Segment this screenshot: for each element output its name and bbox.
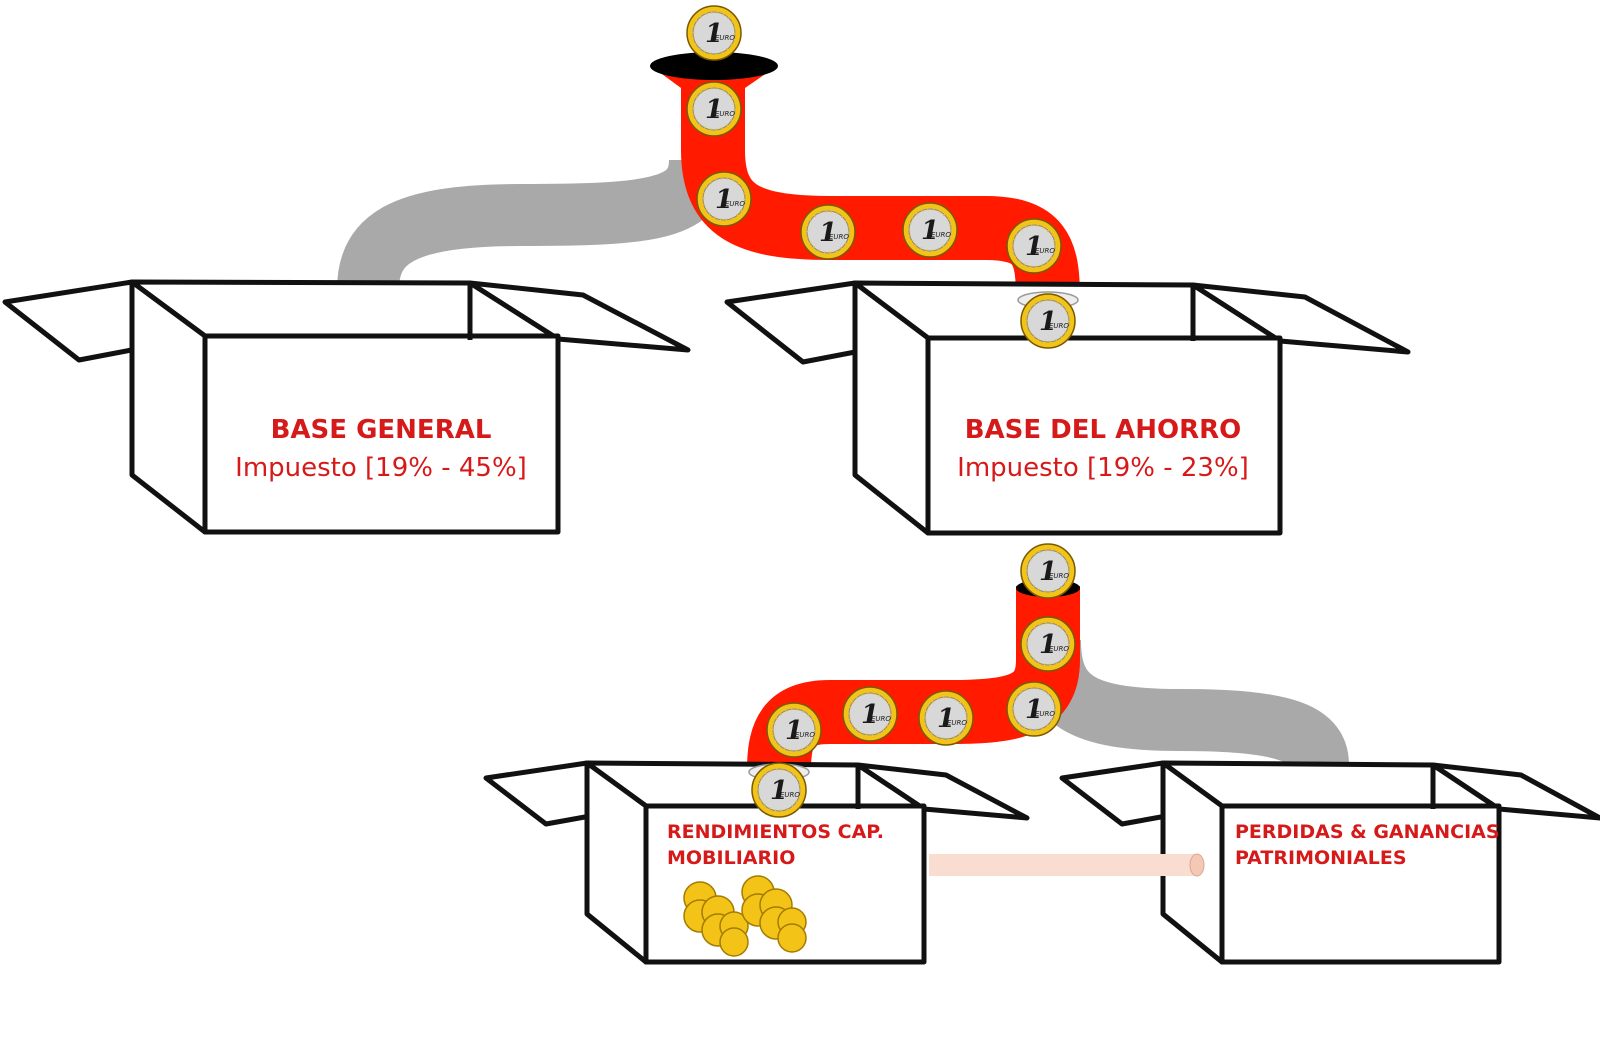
svg-text:1: 1 — [1039, 307, 1057, 337]
svg-text:1: 1 — [1025, 695, 1043, 725]
svg-text:EURO: EURO — [1035, 247, 1055, 255]
box-base-general — [2, 279, 691, 535]
svg-text:EURO: EURO — [1049, 645, 1069, 653]
svg-text:EURO: EURO — [947, 719, 967, 727]
svg-text:EURO: EURO — [931, 231, 951, 239]
svg-text:1: 1 — [921, 216, 939, 246]
rendimientos-label-line1: RENDIMIENTOS CAP. — [667, 821, 884, 843]
svg-text:EURO: EURO — [795, 731, 815, 739]
coin-stack-icon — [683, 875, 807, 957]
top-pipe-red — [681, 80, 1080, 299]
svg-text:EURO: EURO — [871, 715, 891, 723]
bottom-pipe-red — [747, 579, 1080, 771]
perdidas-label-line1: PERDIDAS & GANANCIAS — [1235, 821, 1500, 843]
svg-text:1: 1 — [705, 95, 723, 125]
svg-text:1: 1 — [785, 716, 803, 746]
base-general-title: BASE GENERAL — [271, 415, 492, 445]
svg-text:EURO: EURO — [829, 233, 849, 241]
funnel — [650, 52, 778, 88]
svg-text:1: 1 — [1039, 630, 1057, 660]
base-ahorro-subtitle: Impuesto [19% - 23%] — [957, 453, 1249, 483]
svg-text:EURO: EURO — [725, 200, 745, 208]
base-general-subtitle: Impuesto [19% - 45%] — [235, 453, 527, 483]
svg-text:EURO: EURO — [1035, 710, 1055, 718]
perdidas-label-line2: PATRIMONIALES — [1235, 847, 1407, 869]
svg-text:EURO: EURO — [780, 791, 800, 799]
box-base-ahorro — [724, 280, 1411, 536]
svg-text:1: 1 — [861, 700, 879, 730]
svg-text:1: 1 — [715, 185, 733, 215]
bottom-pipe-gray — [1019, 639, 1349, 779]
svg-text:1: 1 — [937, 704, 955, 734]
svg-text:EURO: EURO — [715, 34, 735, 42]
base-ahorro-title: BASE DEL AHORRO — [965, 415, 1242, 445]
rendimientos-label-line2: MOBILIARIO — [667, 847, 795, 869]
box-perdidas — [1059, 760, 1600, 965]
svg-text:1: 1 — [705, 19, 723, 49]
svg-text:EURO: EURO — [715, 110, 735, 118]
svg-text:EURO: EURO — [1049, 572, 1069, 580]
svg-text:1: 1 — [770, 776, 788, 806]
svg-text:EURO: EURO — [1049, 322, 1069, 330]
svg-text:1: 1 — [1039, 557, 1057, 587]
connector-pipe — [929, 853, 1205, 877]
svg-text:1: 1 — [1025, 232, 1043, 262]
svg-text:1: 1 — [819, 218, 837, 248]
